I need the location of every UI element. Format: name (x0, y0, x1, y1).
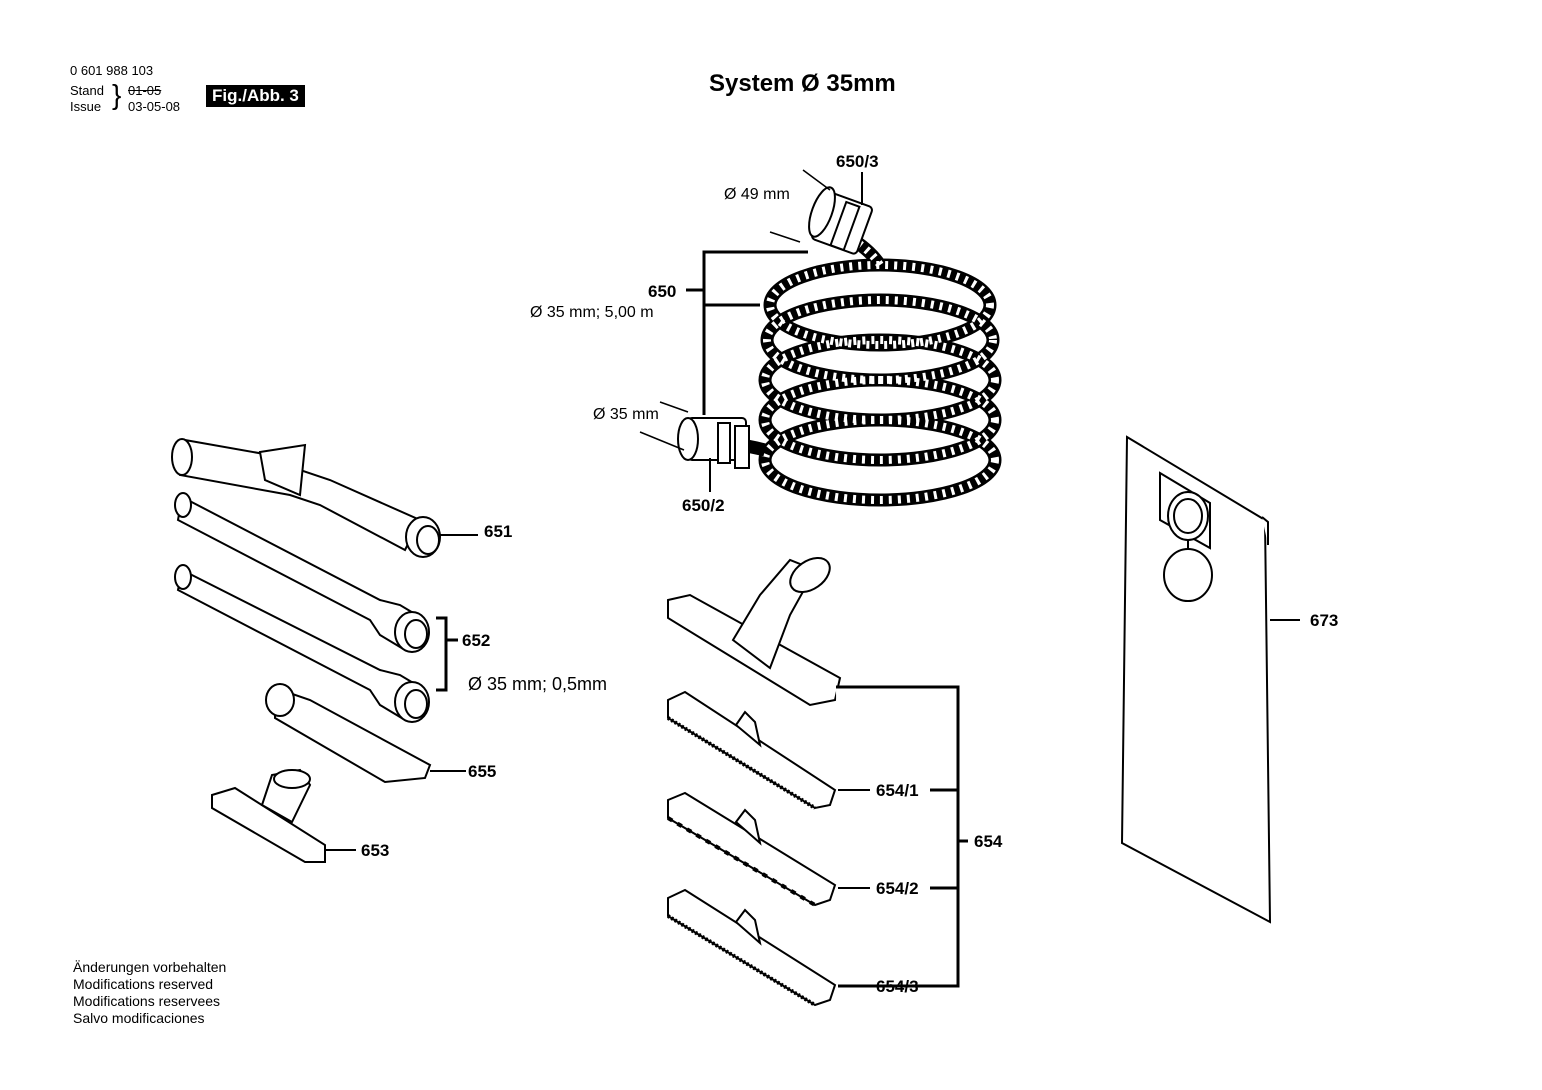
footer-line-es: Salvo modificaciones (73, 1010, 205, 1026)
brace-glyph: } (112, 79, 122, 110)
callout-650-2: 650/2 (682, 496, 725, 515)
hose-leaders (639, 169, 863, 492)
footer-line-fr: Modifications reservees (73, 993, 221, 1009)
callout-654: 654 (974, 832, 1003, 851)
issue-label: Issue (70, 99, 102, 114)
hose-650-drawing (677, 186, 1002, 507)
callout-673: 673 (1310, 611, 1339, 630)
dimension-35mm: Ø 35 mm (593, 406, 659, 423)
issue-value: 03-05-08 (128, 99, 181, 114)
figure-badge: Fig./Abb. 3 (206, 85, 305, 107)
blade-654-3-drawing (666, 888, 958, 1007)
stand-label: Stand (70, 83, 104, 98)
callout-652: 652 (462, 631, 491, 650)
callout-654-2: 654/2 (876, 879, 919, 898)
callout-655: 655 (468, 762, 497, 781)
blade-654-2-drawing (666, 791, 958, 907)
callout-650-3: 650/3 (836, 152, 879, 171)
callout-654-3: 654/3 (876, 977, 919, 996)
footer-notes: Änderungen vorbehalten Modifications res… (73, 959, 226, 1027)
floor-654-drawing (667, 556, 968, 988)
dimension-tube: Ø 35 mm; 0,5mm (468, 674, 608, 694)
footer-line-de: Änderungen vorbehalten (73, 959, 227, 975)
page-title: System Ø 35mm (709, 70, 896, 97)
handle-651-drawing (171, 438, 478, 558)
floor-653-drawing (211, 768, 356, 863)
crevice-655-drawing (265, 683, 466, 784)
part-number: 0 601 988 103 (70, 63, 154, 78)
dimension-49mm: Ø 49 mm (724, 186, 790, 203)
stand-value: 01-05 (128, 83, 162, 98)
callout-653: 653 (361, 841, 390, 860)
callout-654-1: 654/1 (876, 781, 919, 800)
callout-650: 650 (648, 282, 677, 301)
tubes-652-drawing (174, 492, 458, 723)
blade-654-1-drawing (666, 690, 958, 810)
dimension-hose: Ø 35 mm; 5,00 m (530, 304, 654, 321)
callout-651: 651 (484, 522, 513, 541)
filter-bag-673-drawing (1120, 435, 1300, 924)
footer-line-en: Modifications reserved (73, 976, 214, 992)
